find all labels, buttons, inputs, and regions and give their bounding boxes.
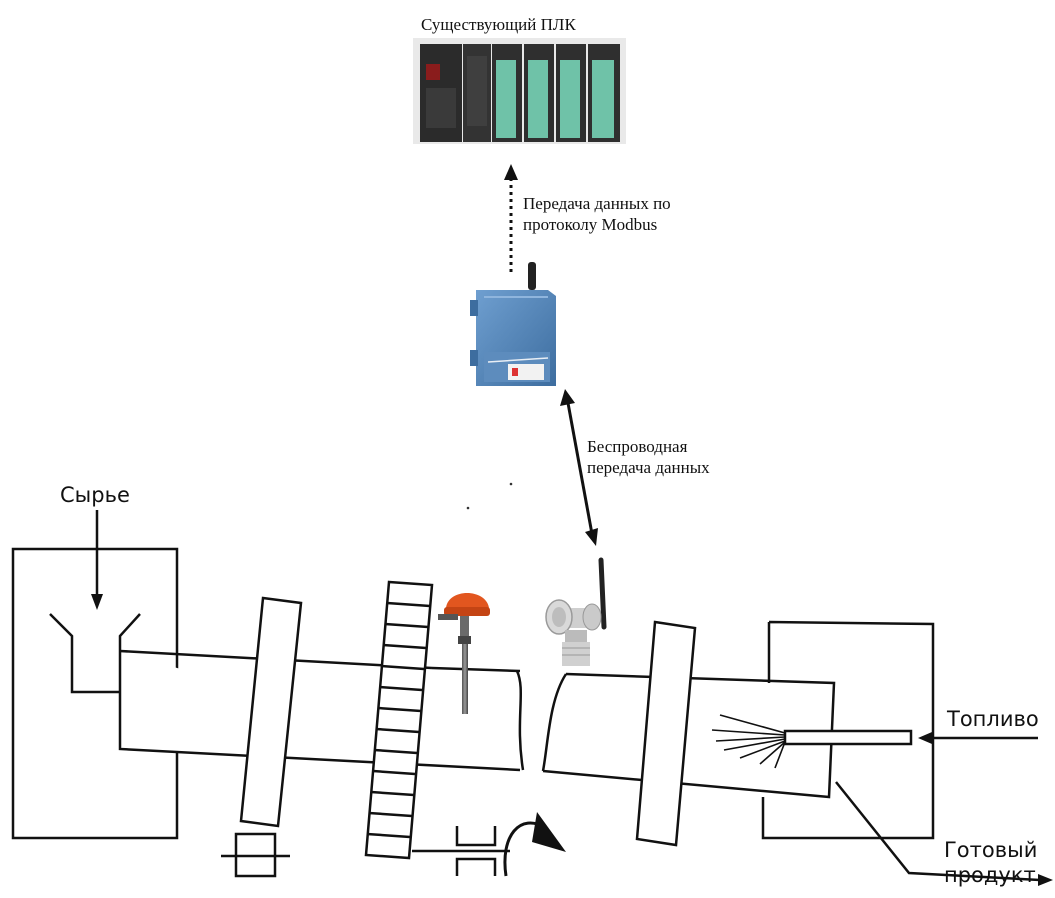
modbus-label-line-1: Передача данных по	[523, 193, 671, 214]
support-roller	[221, 834, 290, 876]
pinion-drive	[412, 823, 546, 876]
tube-break-left	[517, 671, 523, 770]
wireless-transmitter-image	[546, 560, 604, 666]
burner-pipe	[785, 731, 911, 744]
fuel-arrow	[918, 732, 1038, 744]
wireless-label-line-2: передача данных	[587, 457, 710, 478]
modbus-label-line-2: протоколу Modbus	[523, 214, 657, 235]
temperature-sensor-image	[438, 593, 490, 714]
girth-gear	[366, 582, 432, 858]
raw-material-label: Сырье	[60, 483, 130, 507]
product-label-line-2: продукт	[944, 863, 1036, 887]
product-label-line-1: Готовый	[944, 838, 1037, 862]
plc-label: Существующий ПЛК	[421, 14, 576, 35]
kiln-drawing	[13, 549, 1040, 880]
support-ring-2	[637, 622, 695, 845]
flame-lines	[712, 715, 785, 768]
plc-image	[413, 38, 626, 144]
drive-rotation-arrow	[532, 812, 566, 852]
product-arrow	[1038, 874, 1053, 886]
wireless-label-line-1: Беспроводная	[587, 436, 687, 457]
modbus-link-arrow	[504, 164, 518, 272]
wireless-gateway-image	[470, 262, 556, 386]
fuel-label: Топливо	[947, 707, 1039, 731]
stray-marks	[467, 483, 513, 510]
tube-break-right	[543, 674, 566, 771]
